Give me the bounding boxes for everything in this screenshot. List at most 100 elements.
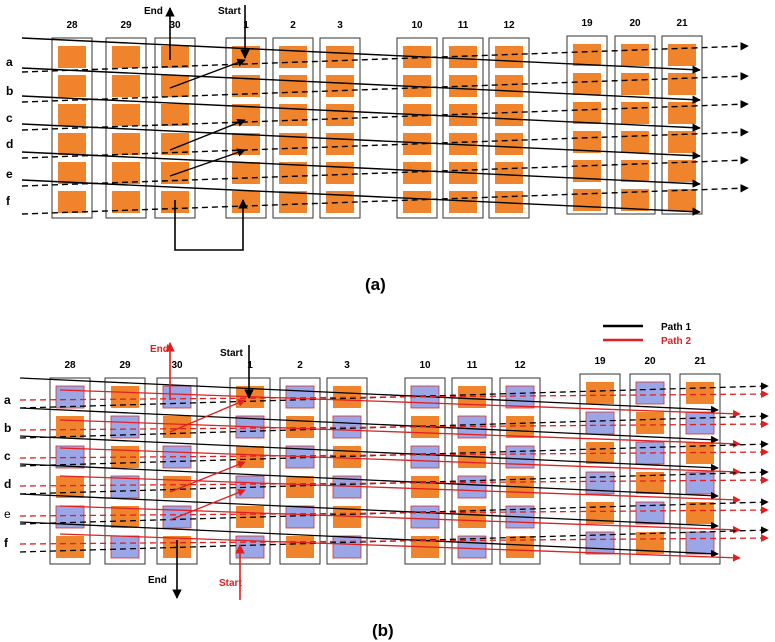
cell [621, 160, 649, 182]
row-label-d: d [6, 137, 13, 151]
path2-segment [169, 460, 246, 493]
path2-segment [19, 506, 769, 517]
path-segment [21, 179, 701, 216]
cell [621, 131, 649, 153]
cell [686, 382, 714, 404]
cell [410, 445, 440, 469]
path2-segment [59, 447, 741, 476]
column-label: 28 [66, 20, 78, 31]
cell [279, 104, 307, 126]
column-11: 11 [442, 20, 484, 219]
cell [55, 385, 85, 409]
row-label-d-b: d [4, 477, 11, 491]
cell [112, 75, 140, 97]
column-label: 21 [694, 356, 706, 367]
legend-path2-label: Path 2 [661, 336, 691, 347]
cell [636, 472, 664, 494]
cell [573, 102, 601, 124]
cell [326, 104, 354, 126]
cell [449, 133, 477, 155]
column-label: 20 [629, 18, 641, 29]
cell [58, 133, 86, 155]
path-segment [21, 72, 749, 103]
cell [279, 133, 307, 155]
cell [279, 191, 307, 213]
cell [668, 44, 696, 66]
cell [668, 189, 696, 211]
path-segment [21, 42, 749, 73]
cell [56, 476, 84, 498]
path2-segment [19, 420, 769, 431]
row-label-e: e [6, 167, 13, 181]
cell [286, 536, 314, 558]
path-segment [21, 184, 749, 215]
cell [112, 104, 140, 126]
cell [333, 506, 361, 528]
cell [495, 75, 523, 97]
path-segment [21, 151, 701, 188]
cell [161, 133, 189, 155]
legend-path1-label: Path 1 [661, 322, 691, 333]
column-3: 3 [319, 20, 361, 219]
column-label: 29 [120, 20, 132, 31]
cell [686, 502, 714, 524]
path2-segment [169, 399, 246, 433]
cell [58, 104, 86, 126]
cell [495, 46, 523, 68]
cell [635, 501, 665, 525]
column-2: 2 [279, 360, 321, 565]
path1-segment [19, 463, 719, 500]
cell [279, 162, 307, 184]
cell [668, 102, 696, 124]
cell [232, 191, 260, 213]
row-label-b: b [6, 84, 13, 98]
cell [110, 475, 140, 499]
column-label: 30 [169, 20, 181, 31]
cell [286, 476, 314, 498]
column-29: 29 [104, 360, 146, 565]
path2-segment [19, 534, 769, 545]
column-label: 3 [344, 360, 350, 371]
cell [332, 535, 362, 559]
cell [621, 102, 649, 124]
connector-loop [174, 199, 248, 251]
column-label: 21 [676, 18, 688, 29]
path-segment [169, 118, 246, 151]
cell [112, 162, 140, 184]
cell [585, 411, 615, 435]
row-label-e-b: e [4, 507, 11, 521]
cell [621, 44, 649, 66]
cell [236, 446, 264, 468]
cell [685, 411, 715, 435]
cell [573, 189, 601, 211]
path1-segment [19, 521, 719, 558]
cell [326, 133, 354, 155]
cell [457, 475, 487, 499]
cell [162, 445, 192, 469]
cell [58, 191, 86, 213]
cell [449, 104, 477, 126]
column-label: 1 [243, 20, 249, 31]
path1-start-label: Start [220, 348, 243, 359]
column-label: 19 [581, 18, 593, 29]
path1-segment [19, 435, 719, 472]
row-label-f: f [6, 194, 11, 208]
path2-segment [19, 390, 769, 401]
cell [58, 75, 86, 97]
row-label-c-b: c [4, 449, 11, 463]
column-label: 2 [290, 20, 296, 31]
cell [586, 382, 614, 404]
path2-segment [19, 448, 769, 459]
end-label: End [144, 6, 163, 17]
path-segment [21, 67, 701, 104]
cell [449, 191, 477, 213]
column-29: 29 [105, 20, 147, 219]
cell [110, 535, 140, 559]
column-label: 11 [467, 360, 478, 371]
column-20: 20 [614, 18, 656, 215]
path-segment [21, 128, 749, 159]
cell [161, 104, 189, 126]
path2-segment [59, 475, 741, 504]
row-label-c: c [6, 111, 13, 125]
